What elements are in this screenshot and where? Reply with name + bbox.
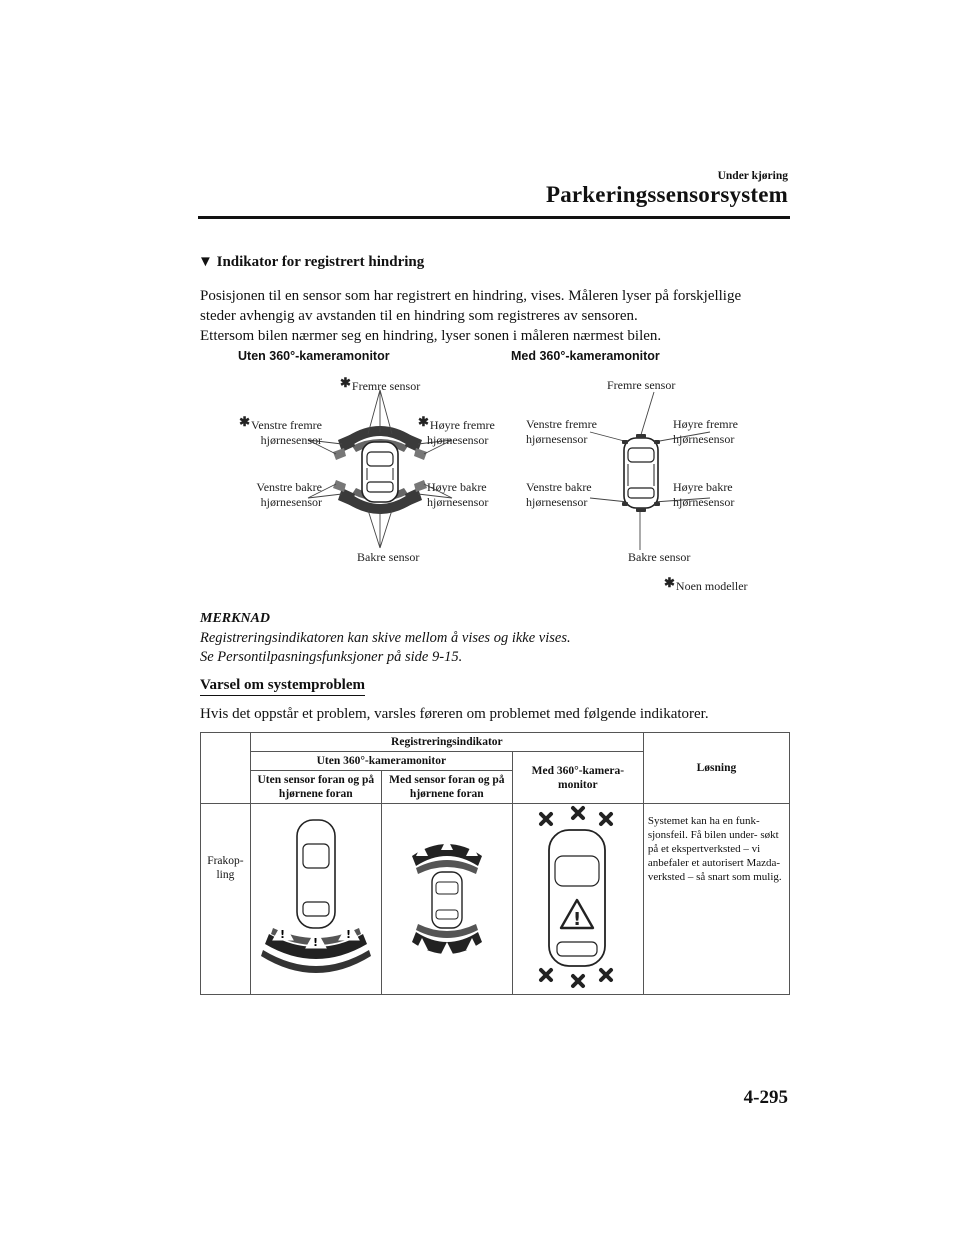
left-right-rear-label: Høyre bakre hjørnesensor bbox=[427, 480, 489, 509]
asterisk-icon: ✱ bbox=[664, 575, 675, 590]
note-heading: MERKNAD bbox=[200, 611, 271, 626]
indicator-front-and-rear bbox=[380, 803, 513, 995]
header-with-camera: Med 360°-kamera- monitor bbox=[511, 751, 644, 804]
left-left-rear-label: Venstre bakre hjørnesensor bbox=[256, 480, 322, 509]
page-title: Parkeringssensorsystem bbox=[545, 182, 788, 207]
page-number: 4-295 bbox=[743, 1087, 788, 1108]
left-sensor-diagram bbox=[307, 389, 453, 549]
figure-right-title: Med 360°-kameramonitor bbox=[511, 349, 660, 363]
right-right-front-label: Høyre fremre hjørnesensor bbox=[673, 417, 738, 446]
right-left-front-label: Venstre fremre hjørnesensor bbox=[526, 417, 597, 446]
svg-text:!: ! bbox=[280, 928, 285, 941]
camera-monitor-warning-icon: ! bbox=[538, 806, 613, 988]
svg-text:!: ! bbox=[573, 909, 581, 930]
row-label: Frakop- ling bbox=[200, 803, 251, 995]
svg-text:!: ! bbox=[313, 936, 318, 949]
intro-paragraph: Posisjonen til en sensor som har registr… bbox=[200, 286, 800, 346]
right-sensor-diagram bbox=[589, 391, 711, 550]
warning-intro: Hvis det oppstår et problem, varsles før… bbox=[200, 706, 709, 722]
asterisk-icon: ✱ bbox=[418, 414, 429, 429]
right-rear-sensor-label: Bakre sensor bbox=[628, 550, 691, 564]
header-main: Registreringsindikator bbox=[249, 732, 644, 752]
left-left-front-label: ✱Venstre fremre hjørnesensor bbox=[239, 414, 322, 447]
note-line: Se Persontilpasningsfunksjoner på side 9… bbox=[200, 649, 463, 665]
figure-left-title: Uten 360°-kameramonitor bbox=[238, 349, 390, 363]
warning-heading: Varsel om systemproblem bbox=[200, 677, 365, 696]
intro-line: Ettersom bilen nærmer seg en hindring, l… bbox=[200, 328, 662, 344]
indicator-table: Registreringsindikator Løsning Uten 360°… bbox=[200, 732, 791, 995]
left-rear-sensor-label: Bakre sensor bbox=[357, 550, 420, 564]
subheading-text: Indikator for registrert hindring bbox=[216, 254, 425, 270]
indicator-rear-only: !!! bbox=[249, 803, 382, 995]
solution-text: Systemet kan ha en funk- sjonsfeil. Få b… bbox=[642, 803, 791, 995]
asterisk-icon: ✱ bbox=[239, 414, 251, 429]
header-rule bbox=[198, 216, 790, 219]
triangle-marker-icon: ▼ bbox=[198, 254, 213, 270]
section-name: Under kjøring bbox=[717, 170, 788, 182]
front-rear-warning-indicator-icon bbox=[411, 838, 482, 954]
header-solution: Løsning bbox=[642, 732, 791, 804]
note-body: Registreringsindikatoren kan skive mello… bbox=[200, 629, 571, 667]
right-left-rear-label: Venstre bakre hjørnesensor bbox=[526, 480, 592, 509]
right-right-rear-label: Høyre bakre hjørnesensor bbox=[673, 480, 735, 509]
asterisk-icon: ✱ bbox=[340, 375, 351, 390]
right-front-sensor-label: Fremre sensor bbox=[607, 378, 676, 392]
subheading: ▼ Indikator for registrert hindring bbox=[198, 254, 424, 271]
header-without-camera: Uten 360°-kameramonitor bbox=[249, 751, 513, 771]
intro-line: steder avhengig av avstanden til en hind… bbox=[200, 308, 638, 324]
left-right-front-label: ✱Høyre fremre hjørnesensor bbox=[418, 414, 495, 447]
indicator-360-camera: ! bbox=[511, 803, 644, 995]
intro-line: Posisjonen til en sensor som har registr… bbox=[200, 288, 742, 304]
header-with-front-sensor: Med sensor foran og på hjørnene foran bbox=[380, 770, 513, 804]
rear-warning-indicator-icon: !!! bbox=[260, 819, 371, 973]
table-row: Frakop- ling !!! bbox=[200, 803, 791, 995]
header-no-front-sensor: Uten sensor foran og på hjørnene foran bbox=[249, 770, 382, 804]
left-front-sensor-label: ✱Fremre sensor bbox=[340, 375, 421, 393]
note-line: Registreringsindikatoren kan skive mello… bbox=[200, 630, 571, 646]
table-corner bbox=[200, 732, 251, 804]
footnote: ✱Noen modeller bbox=[664, 575, 748, 593]
svg-text:!: ! bbox=[346, 928, 351, 941]
